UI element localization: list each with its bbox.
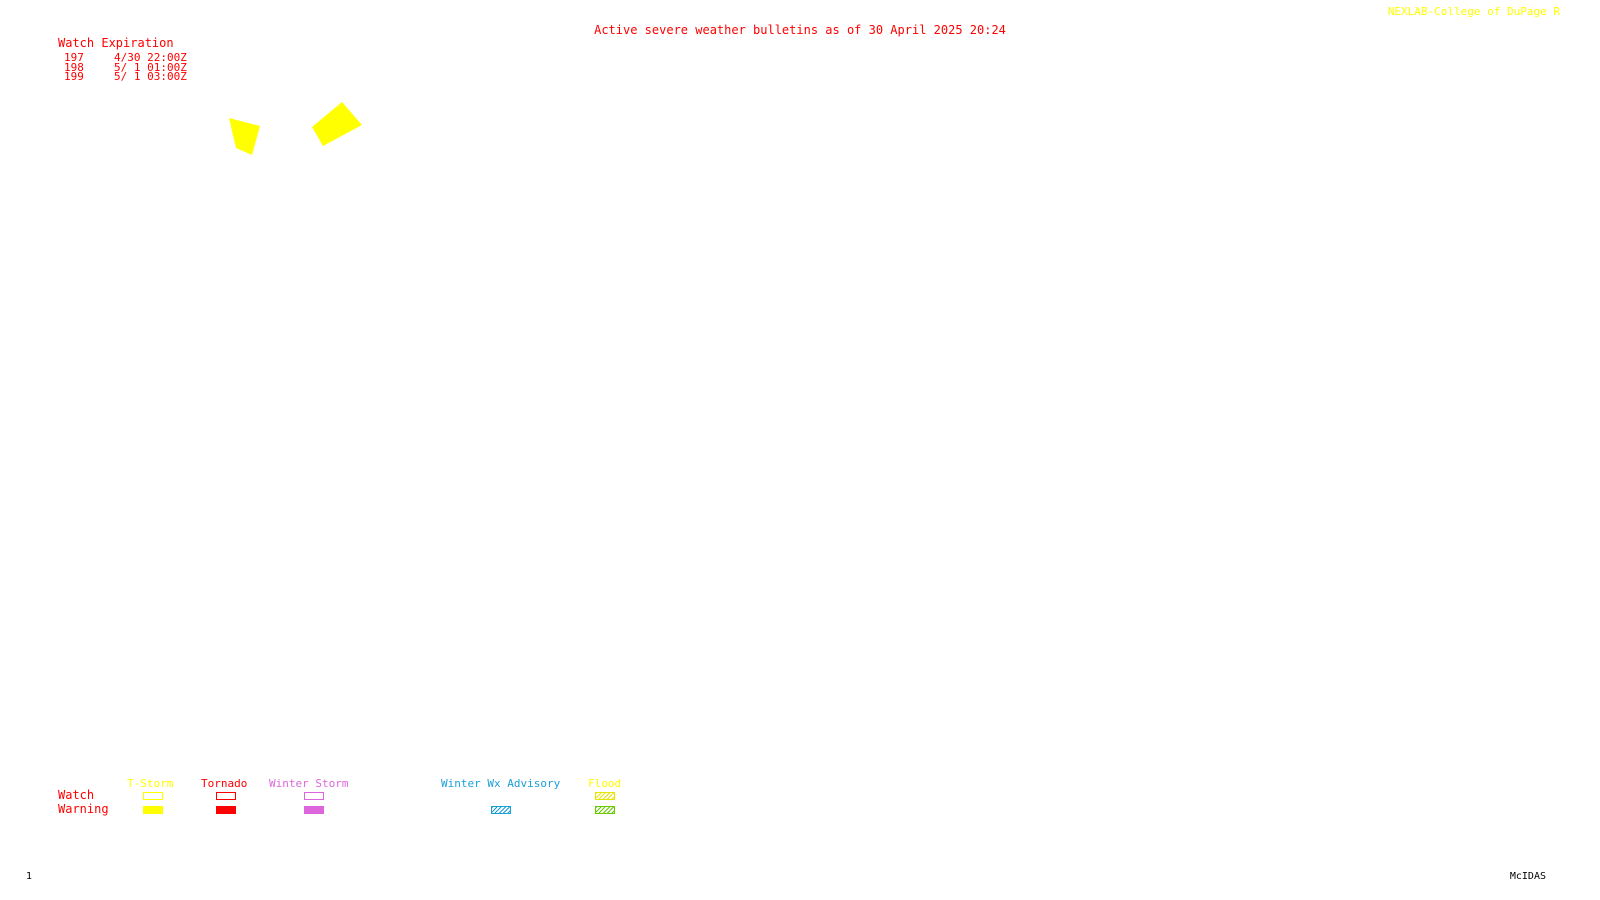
watch-number: 199 <box>64 70 84 83</box>
watch-expiration-table: 197 4/30 22:00Z 198 5/ 1 01:00Z 199 5/ 1… <box>64 51 187 83</box>
legend: T-Storm Tornado Winter Storm Winter Wx A… <box>0 778 700 838</box>
winter-storm-watch-swatch <box>304 792 324 800</box>
legend-flood-label: Flood <box>588 777 622 790</box>
watch-row: 197 4/30 22:00Z <box>64 51 187 64</box>
winter-wx-advisory-swatch <box>491 806 511 814</box>
watch-expires: 5/ 1 03:00Z <box>114 70 187 83</box>
flood-warning-swatch <box>595 806 615 814</box>
tornado-warning-swatch <box>216 806 236 814</box>
watch-number: 198 <box>64 60 84 74</box>
legend-tornado-label: Tornado <box>201 777 248 790</box>
legend-winter-storm-label: Winter Storm <box>269 777 349 790</box>
credit-text: NEXLAB-College of DuPage R <box>1387 5 1560 18</box>
watch-expires: 5/ 1 01:00Z <box>114 60 187 74</box>
watch-expiration-heading: Watch Expiration <box>58 36 174 50</box>
legend-watch-row-label: Watch <box>58 788 95 802</box>
flood-watch-swatch <box>595 792 615 800</box>
watch-number: 197 <box>64 51 84 64</box>
bulletin-title: Active severe weather bulletins as of 30… <box>594 23 1006 37</box>
software-label: McIDAS <box>1509 871 1546 882</box>
tstorm-warning-swatch <box>143 806 163 814</box>
watch-polygon <box>229 118 260 155</box>
frame-number: 1 <box>26 871 33 882</box>
bulletin-map <box>229 102 362 155</box>
watch-expires: 4/30 22:00Z <box>114 51 187 64</box>
tornado-watch-swatch <box>216 792 236 800</box>
watch-polygon <box>312 102 362 146</box>
legend-tstorm-label: T-Storm <box>127 777 174 790</box>
legend-warning-row-label: Warning <box>58 802 109 816</box>
tstorm-watch-swatch <box>143 792 163 800</box>
watch-row: 198 5/ 1 01:00Z <box>64 60 187 74</box>
legend-winter-wx-advisory-label: Winter Wx Advisory <box>441 777 561 790</box>
winter-storm-warning-swatch <box>304 806 324 814</box>
watch-row: 199 5/ 1 03:00Z <box>64 70 187 83</box>
